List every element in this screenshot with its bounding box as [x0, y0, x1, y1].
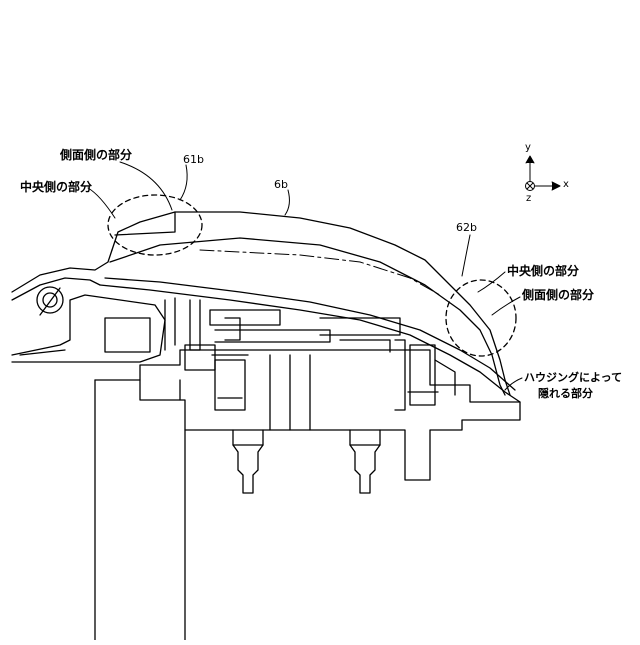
ref-6b: 6b	[274, 178, 288, 191]
hinge-bracket	[12, 250, 165, 362]
side-part-label-right: 側面側の部分	[522, 288, 594, 302]
center-line	[200, 250, 440, 295]
mounting-peg-left	[233, 430, 263, 493]
ref-62b: 62b	[456, 221, 477, 234]
center-part-label-right: 中央側の部分	[507, 264, 579, 278]
axis-x-label: x	[563, 179, 569, 190]
side-part-label-left: 側面側の部分	[60, 148, 132, 162]
center-part-label-left: 中央側の部分	[20, 180, 92, 194]
axis-indicator	[526, 156, 561, 191]
mounting-peg-right	[350, 430, 380, 493]
hidden-part-label-line1: ハウジングによって	[524, 371, 622, 385]
axis-y-label: y	[525, 142, 531, 153]
axis-z-label: z	[526, 193, 531, 204]
internal-components	[165, 298, 455, 430]
housing-base	[95, 350, 520, 640]
leader-lines	[88, 162, 522, 390]
region-61b-ellipse	[108, 195, 202, 255]
hidden-part-label-line2: 隠れる部分	[538, 387, 593, 401]
ref-61b: 61b	[183, 153, 204, 166]
